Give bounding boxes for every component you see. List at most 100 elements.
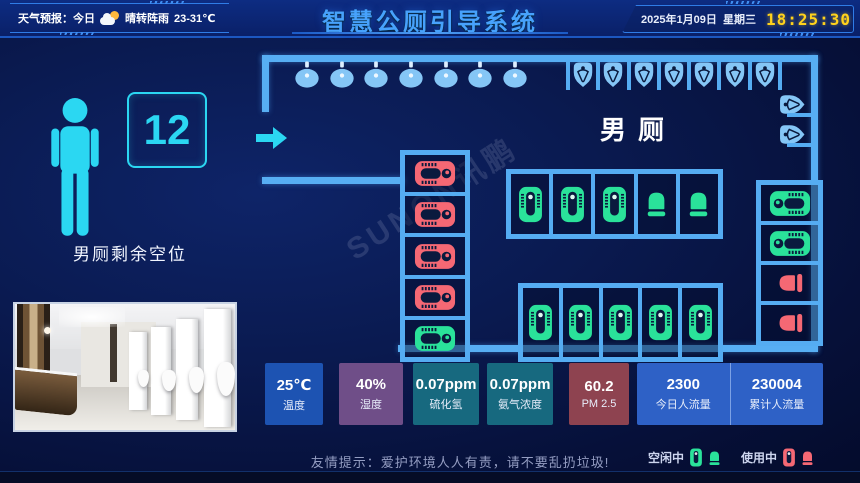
stat-label: 硫化氢 [429,399,463,411]
stat-label: PM 2.5 [581,398,617,410]
stat-value: 60.2 [584,378,614,395]
urinal-icon [325,61,360,89]
stat-value: 0.07ppm [415,376,477,393]
wall-segment [398,345,818,352]
stall-free [638,288,678,357]
urinal-divider [777,60,782,90]
friendly-tip: 友情提示：爱护环境人人有责，请不要乱扔垃圾! [310,455,610,470]
clock-time: 18:25:30 [765,9,852,29]
stat-value: 40% [355,376,387,393]
stall-free [598,288,639,357]
page-title: 智慧公厕引导系统 [322,9,538,36]
stall-free [405,315,465,357]
wall-segment [262,177,405,184]
stat-box: 40% 湿度 [339,363,403,425]
stall-free [591,174,633,234]
urinal-icon [752,60,778,90]
traffic-today: 2300 今日人流量 [637,363,731,425]
stat-box: 60.2 PM 2.5 [569,363,629,425]
sun-cloud-icon [100,11,120,25]
stall-free [511,174,549,234]
stall-group-lower-row [518,283,723,362]
traffic-stats-box: 2300 今日人流量 230004 累计人流量 [637,363,823,425]
decor-dashes [780,33,814,36]
stat-box: 25℃ 温度 [265,363,323,425]
weather-temp-range: 23-31℃ [174,12,216,25]
traffic-total-value: 230004 [751,376,802,393]
stall-group-upper-row [506,169,723,239]
urinal-icon [778,123,813,147]
urinal-icon [721,60,747,90]
stall-free [761,221,818,261]
legend-item-busy: 使用中 [741,448,814,467]
stat-value: 0.07ppm [489,376,551,393]
bottom-strip [0,471,860,483]
traffic-total-label: 累计人流量 [749,399,805,411]
traffic-today-value: 2300 [666,376,700,393]
remaining-count: 12 [143,106,191,153]
urinal-divider [626,60,631,90]
status-legend: 空闲中 使用中 [648,448,814,467]
stall-free [678,288,718,357]
legend-label: 使用中 [741,451,778,465]
man-icon [40,98,110,243]
urinal-icon [600,60,626,90]
remaining-label: 男厕剩余空位 [73,245,187,264]
wall-segment [262,55,818,62]
legend-label: 空闲中 [648,451,685,465]
urinal-icon [570,60,596,90]
stall-free [761,185,818,221]
stall-busy [761,301,818,341]
urinal-icon [394,61,429,89]
stall-free [675,174,718,234]
seat-toilet-icon [708,450,721,466]
remaining-count-box: 12 [127,92,207,168]
wall-segment [262,55,269,112]
stall-free [558,288,599,357]
urinal-divider [566,60,570,90]
seat-toilet-icon [801,450,814,466]
traffic-total: 230004 累计人流量 [731,363,824,425]
squat-toilet-icon [782,448,796,467]
urinal-divider [787,113,811,117]
header-bar: 天气预报：今日 晴转阵雨 23-31℃ 智慧公厕引导系统 2025年1月09日 … [0,0,860,38]
traffic-today-label: 今日人流量 [655,399,711,411]
stall-busy [761,261,818,301]
urinal-divider [656,60,661,90]
stall-group-right-column [756,180,823,346]
urinal-divider [687,60,692,90]
stall-free [633,174,676,234]
weather-panel: 天气预报：今日 晴转阵雨 23-31℃ [10,3,230,33]
decor-dashes [726,1,760,4]
stall-free [523,288,559,357]
urinal-icon [778,93,813,117]
urinal-divider [596,60,601,90]
stall-busy [405,274,465,316]
stall-busy [405,233,465,274]
urinal-divider [717,60,722,90]
stall-group-left-column [400,150,470,362]
urinal-icon [463,61,498,89]
weather-condition: 晴转阵雨 [125,13,169,25]
urinal-icon [290,61,325,89]
stat-box: 0.07ppm 硫化氢 [413,363,479,425]
entrance-arrow-icon [256,125,288,156]
urinal-icon [359,61,394,89]
stall-free [549,174,591,234]
urinal-row-top-right [566,60,782,94]
decor-dashes [60,32,94,35]
urinal-icon [631,60,657,90]
urinal-divider [787,143,811,147]
stat-label: 氨气浓度 [498,399,542,411]
decor-dashes [150,1,184,4]
urinal-icon [661,60,687,90]
stall-busy [405,155,465,192]
stat-label: 温度 [283,399,305,412]
legend-item-free: 空闲中 [648,448,721,467]
restroom-photo [13,302,237,432]
wall-segment [811,55,818,352]
urinal-icon [428,61,463,89]
title-underline [292,32,568,34]
urinal-icon [691,60,717,90]
